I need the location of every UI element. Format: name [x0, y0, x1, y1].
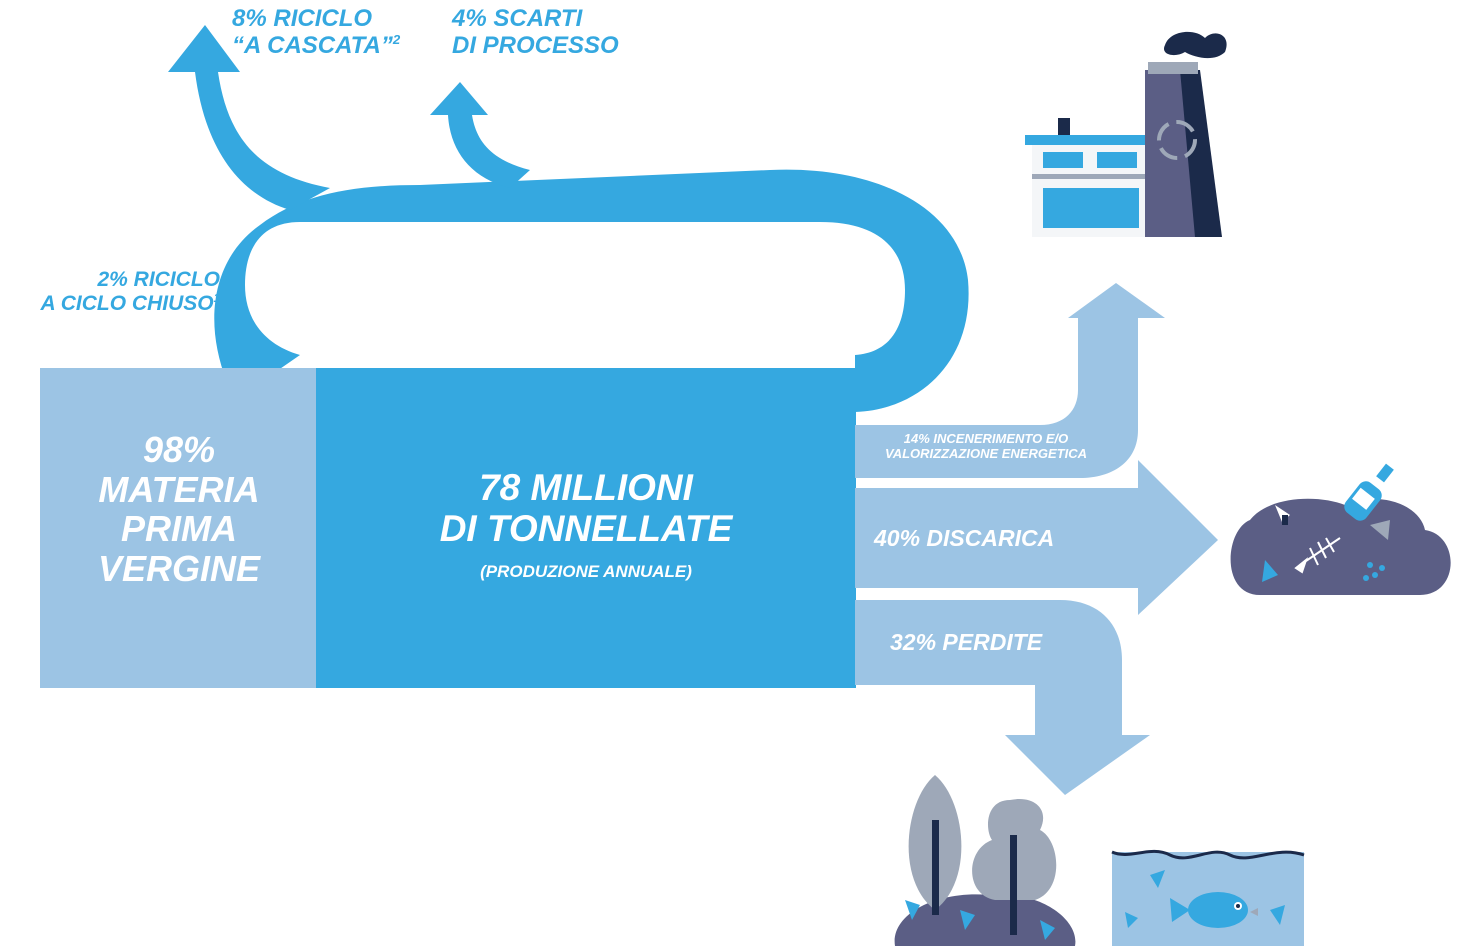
fish-bone-icon [1294, 537, 1341, 574]
recycle-cascade-label: 8% RICICLO “A CASCATA”2 [232, 5, 401, 60]
production-line1: 78 MILLIONI [479, 467, 693, 508]
process-waste-line2: DI PROCESSO [452, 31, 619, 59]
losses-text: 32% PERDITE [890, 629, 1043, 655]
production-subtitle: (PRODUZIONE ANNUALE) [480, 562, 692, 582]
production-label: 78 MILLIONI DI TONNELLATE (PRODUZIONE AN… [316, 467, 856, 582]
virgin-line2: PRIMA [121, 508, 237, 550]
virgin-percent: 98% [142, 429, 216, 470]
fish-icon [1170, 892, 1258, 928]
losses-label: 32% PERDITE [890, 629, 1043, 656]
incineration-label: 14% INCENERIMENTO E/O VALORIZZAZIONE ENE… [866, 431, 1106, 461]
recycle-cascade-line2: “A CASCATA” [232, 31, 393, 59]
landfill-arrow [855, 460, 1218, 615]
production-line2: DI TONNELLATE [439, 507, 733, 549]
virgin-line1: MATERIA [98, 468, 260, 510]
closed-loop-line2: A CICLO CHIUSO [40, 291, 214, 315]
closed-loop-label: 2% RICICLO A CICLO CHIUSO1 [10, 268, 220, 315]
virgin-material-block [40, 368, 318, 688]
recycle-loop [214, 169, 969, 412]
virgin-line3: VERGINE [97, 547, 261, 589]
production-block [316, 368, 856, 688]
recycle-cascade-line1: 8% RICICLO [232, 5, 373, 32]
cascade-arrow [168, 25, 330, 210]
recycle-cascade-note: 2 [392, 31, 401, 47]
process-waste-label: 4% SCARTI DI PROCESSO [452, 5, 619, 60]
losses-arrow [855, 600, 1150, 795]
closed-loop-note: 1 [213, 292, 220, 305]
process-waste-line1: 4% SCARTI [452, 5, 583, 32]
trees-icon [894, 775, 1076, 946]
incineration-line1: 14% INCENERIMENTO E/O [903, 431, 1069, 446]
landfill-label: 40% DISCARICA [874, 525, 1055, 552]
small-fish-icon [1275, 505, 1290, 525]
landfill-icon [1230, 498, 1451, 595]
process-waste-arrow [430, 82, 530, 188]
incineration-line2: VALORIZZAZIONE ENERGETICA [885, 445, 1087, 461]
landfill-text: 40% DISCARICA [874, 525, 1055, 551]
factory-icon [1025, 31, 1227, 237]
incineration-arrow [855, 283, 1165, 478]
virgin-material-label: 98% MATERIA PRIMA VERGINE [40, 430, 318, 588]
closed-loop-line1: 2% RICICLO [97, 268, 220, 291]
bottle-icon [1344, 463, 1394, 521]
